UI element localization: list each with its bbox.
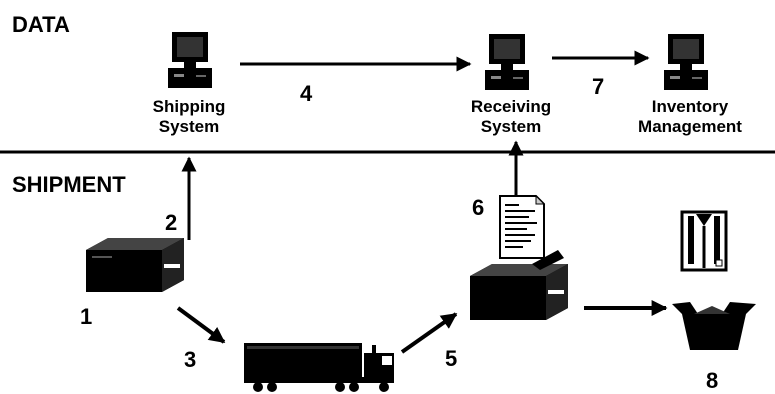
- step-number-2: 2: [165, 210, 177, 235]
- step-number-5: 5: [445, 346, 457, 371]
- step-number-8: 8: [706, 368, 718, 393]
- inventory-management-label-line1: Inventory: [652, 97, 729, 116]
- step-number-4: 4: [300, 81, 313, 106]
- step-number-3: 3: [184, 347, 196, 372]
- inventory-management-label-line2: Management: [638, 117, 742, 136]
- shirt-icon: [680, 210, 728, 272]
- package-icon: [470, 250, 568, 320]
- arrow-package-to-truck: [176, 306, 226, 344]
- shipment-section-label: SHIPMENT: [12, 172, 126, 197]
- document-icon: [499, 194, 546, 259]
- data-section-label: DATA: [12, 12, 70, 37]
- step-number-7: 7: [592, 74, 604, 99]
- step-number-6: 6: [472, 195, 484, 220]
- open-box-icon: [672, 302, 756, 350]
- computer-icon: [168, 32, 212, 88]
- truck-icon: [244, 343, 394, 392]
- shipping-system-label-line2: System: [159, 117, 219, 136]
- receiving-system-label-line1: Receiving: [471, 97, 551, 116]
- step-number-1: 1: [80, 304, 92, 329]
- shipping-system-label-line1: Shipping: [153, 97, 226, 116]
- receiving-system-label-line2: System: [481, 117, 541, 136]
- computer-icon: [664, 34, 708, 90]
- computer-icon: [485, 34, 529, 90]
- package-icon: [86, 238, 184, 292]
- arrow-truck-to-receiving: [400, 312, 458, 354]
